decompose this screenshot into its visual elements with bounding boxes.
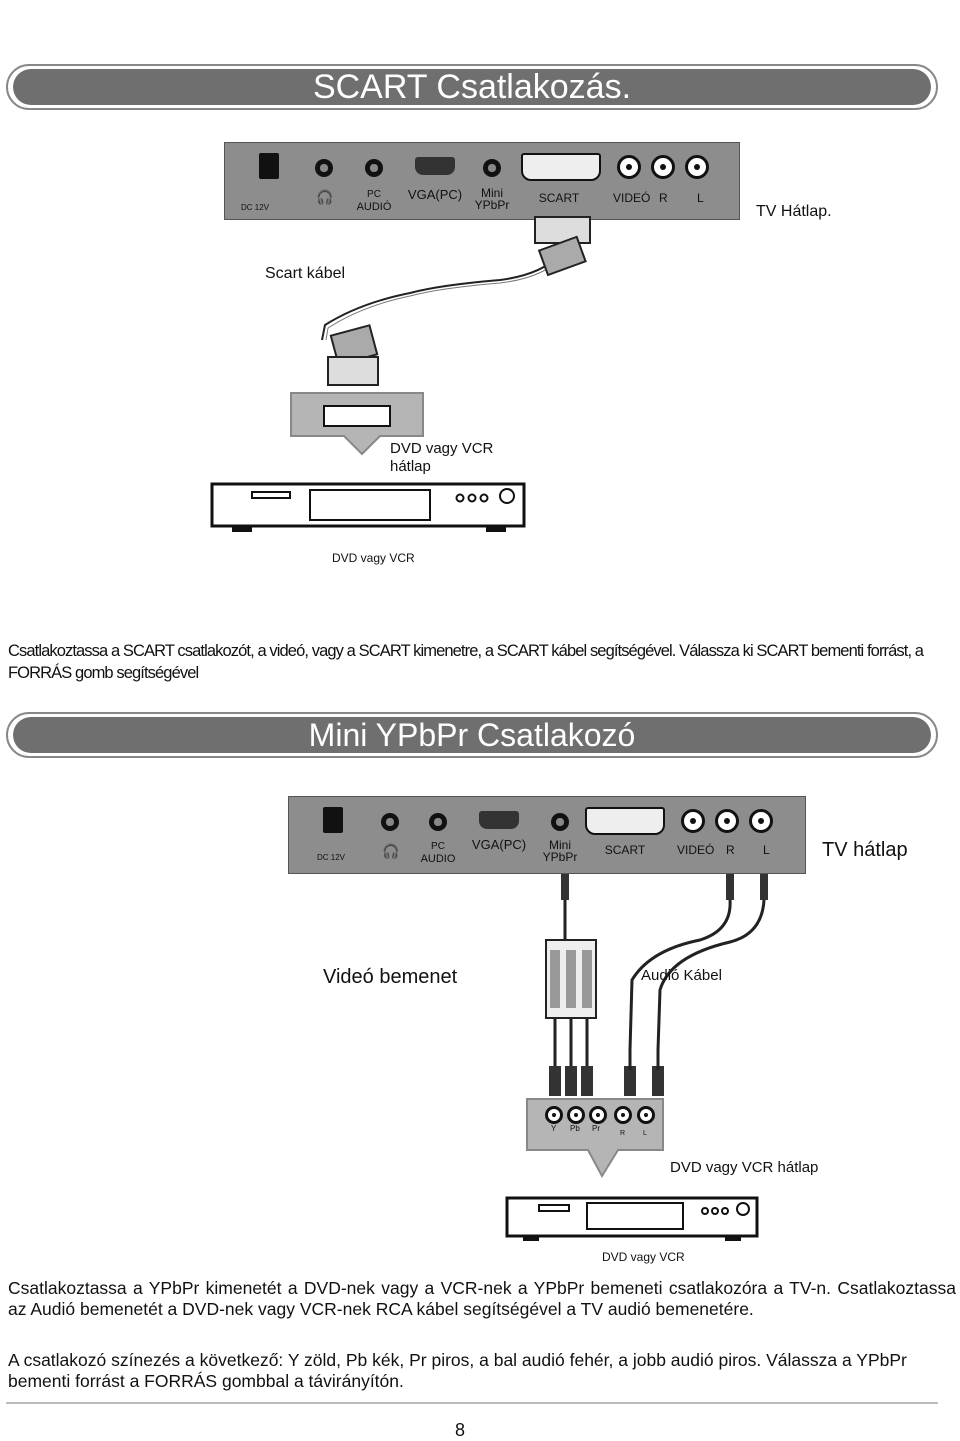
banner-shape (6, 64, 938, 110)
section2-paragraph-1: Csatlakoztassa a YPbPr kimenetét a DVD-n… (8, 1278, 956, 1319)
section1-paragraph: Csatlakoztassa a SCART csatlakozót, a vi… (8, 642, 924, 682)
scart-cable-label: Scart kábel (265, 265, 346, 282)
port-y-label: Y (551, 1124, 557, 1133)
tv-back-label-1: TV Hátlap. (756, 203, 832, 220)
r-label: R (659, 191, 668, 205)
page-number: 8 (455, 1420, 466, 1440)
pc-audio-label-1: PC (367, 189, 381, 200)
scart-label-2: SCART (604, 843, 646, 857)
scart-plug-bottom (327, 324, 379, 386)
scart-plug-top (534, 216, 591, 277)
dc-label-2: DC 12V (317, 853, 346, 862)
pc-audio-label-2a: PC (431, 841, 445, 852)
component-adapter (545, 939, 597, 1019)
tv-back-label-2: TV hátlap (822, 839, 908, 861)
audio-l-rca-jack-2 (749, 809, 773, 833)
dvd-y-jack (545, 1106, 563, 1124)
vga-label: VGA(PC) (407, 187, 463, 202)
video-rca-jack (617, 155, 641, 179)
footer-rule (6, 1402, 938, 1404)
pc-audio-jack (365, 159, 383, 177)
headphone-jack (315, 159, 333, 177)
dvd-pb-jack (567, 1106, 585, 1124)
port-pb-label: Pb (570, 1124, 580, 1133)
headphone-icon: 🎧 (316, 189, 334, 205)
vga-port (415, 157, 455, 175)
component-cable-drawing (545, 874, 768, 1096)
audio-r-rca-jack (651, 155, 675, 179)
audio-cable-label: Audió Kábel (641, 967, 722, 984)
pc-audio-label-2: AUDIÓ (356, 201, 392, 213)
scart-port-2 (585, 807, 665, 835)
port-r-label: R (620, 1130, 626, 1137)
video-label-2: VIDEÓ (677, 843, 715, 857)
headphone-jack-2 (381, 813, 399, 831)
section2-paragraph-2: A csatlakozó színezés a következő: Y zöl… (8, 1350, 907, 1391)
mini-ypbpr-jack-2 (551, 813, 569, 831)
headphone-icon-2: 🎧 (382, 843, 400, 859)
r-label-2: R (726, 843, 735, 857)
mini-label-1: Mini (480, 186, 503, 200)
vga-label-2: VGA(PC) (471, 837, 527, 852)
dvd-back-callout-1 (290, 392, 424, 456)
dc-power-port (259, 153, 279, 179)
pc-audio-jack-2 (429, 813, 447, 831)
video-input-label: Videó bemenet (323, 966, 458, 988)
vga-port-2 (479, 811, 519, 829)
video-label: VIDEÓ (613, 191, 651, 205)
mini-label-2b: YPbPr (542, 850, 578, 864)
banner-shape-2 (6, 712, 938, 758)
dc-power-port-2 (323, 807, 343, 833)
scart-cable-drawing (321, 216, 591, 386)
section1-banner: SCART Csatlakozás. (6, 64, 938, 110)
device-back-label-2: DVD vagy VCR hátlap (670, 1159, 819, 1176)
device-label-1: DVD vagy VCR (332, 551, 415, 565)
section1-title: SCART Csatlakozás. (312, 68, 632, 106)
device-back-label-1a: DVD vagy VCR (390, 440, 494, 457)
audio-l-rca-jack (685, 155, 709, 179)
tv-back-panel-2: DC 12V 🎧 PC AUDIO VGA(PC) Mini YPbPr SCA… (288, 796, 806, 874)
port-pr-label: Pr (592, 1124, 600, 1133)
scart-port (521, 153, 601, 181)
section2-title: Mini YPbPr Csatlakozó (308, 717, 636, 753)
scart-label: SCART (538, 191, 580, 205)
device-label-2: DVD vagy VCR (602, 1250, 685, 1264)
section2-banner: Mini YPbPr Csatlakozó (6, 712, 938, 758)
video-rca-jack-2 (681, 809, 705, 833)
dc-label: DC 12V (241, 203, 270, 212)
port-l-label: L (643, 1130, 647, 1137)
dvd-device-1 (210, 482, 526, 532)
device-back-label-1b: hátlap (390, 458, 431, 475)
dvd-device-2 (505, 1196, 759, 1241)
pc-audio-label-2b: AUDIO (420, 853, 456, 865)
audio-r-rca-jack-2 (715, 809, 739, 833)
tv-back-panel-1: DC 12V 🎧 PC AUDIÓ VGA(PC) Mini YPbPr SCA… (224, 142, 740, 220)
dvd-pr-jack (589, 1106, 607, 1124)
mini-ypbpr-jack (483, 159, 501, 177)
mini-label-2: YPbPr (474, 198, 510, 212)
dvd-r-jack (614, 1106, 632, 1124)
l-label-2: L (763, 843, 770, 857)
mini-label-2a: Mini (548, 838, 571, 852)
dvd-l-jack (637, 1106, 655, 1124)
l-label: L (697, 191, 704, 205)
